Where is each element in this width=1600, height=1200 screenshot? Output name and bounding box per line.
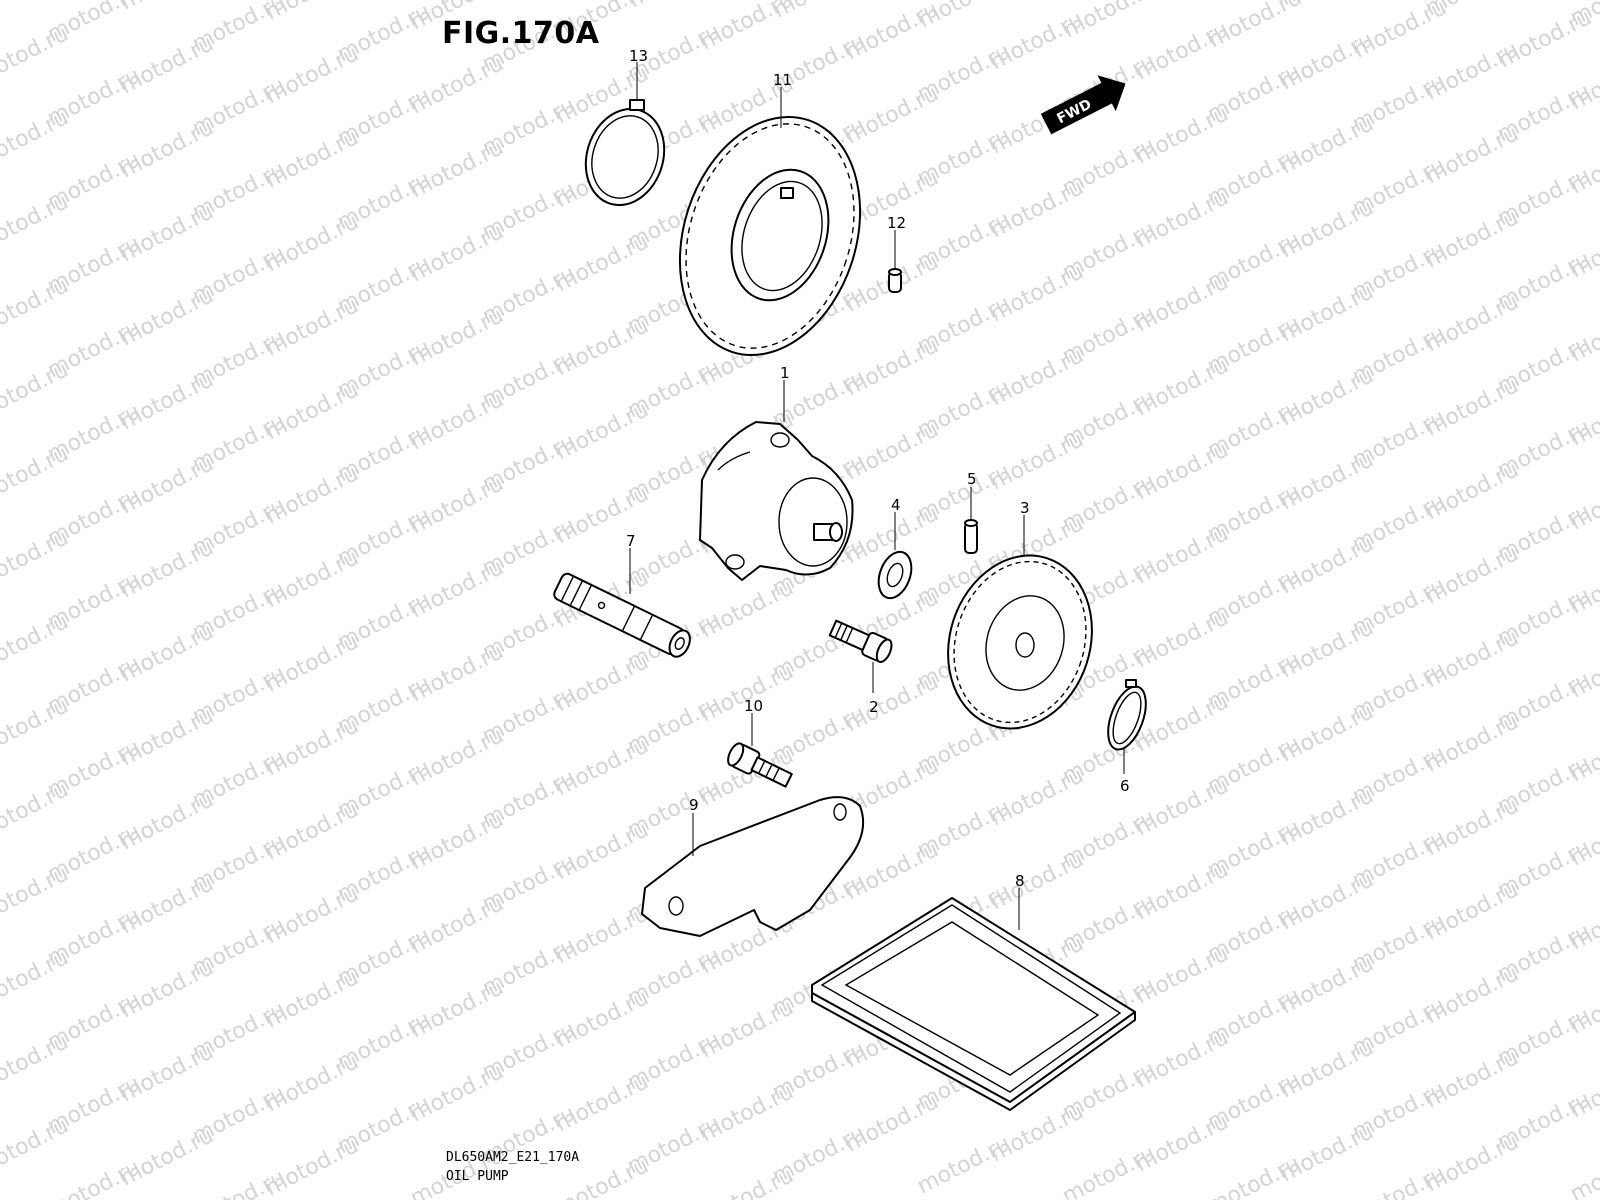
callout-11: 11 bbox=[773, 71, 792, 89]
watermark-text: motod.ru bbox=[0, 189, 73, 257]
part-8-oil-strainer bbox=[811, 897, 1136, 1111]
part-6-circlip bbox=[1107, 679, 1147, 751]
watermark-text: motod.ru bbox=[1058, 1141, 1159, 1200]
watermark-text: motod.ru bbox=[1566, 1139, 1600, 1200]
callout-7: 7 bbox=[626, 532, 636, 550]
watermark-text: motod.ru bbox=[43, 1155, 144, 1200]
part-1-oil-pump-assembly bbox=[699, 421, 854, 581]
part-3-oil-pump-driven-gear bbox=[947, 554, 1093, 730]
part-4-washer bbox=[877, 550, 913, 600]
watermark-text: motod.ru bbox=[0, 1113, 73, 1181]
watermark-text: motod.ru bbox=[0, 21, 73, 89]
part-13-circlip bbox=[584, 99, 666, 207]
callout-3: 3 bbox=[1020, 499, 1030, 517]
watermark-text: motod.ru bbox=[1203, 1151, 1304, 1200]
part-11-oil-pump-driven-gear bbox=[678, 115, 862, 357]
watermark-text: motod.ru bbox=[0, 441, 73, 509]
watermark-text: motod.ru bbox=[0, 525, 73, 593]
callout-8: 8 bbox=[1015, 872, 1025, 890]
callout-6: 6 bbox=[1120, 777, 1130, 795]
watermark-text: motod.ru bbox=[0, 609, 73, 677]
figure-name: OIL PUMP bbox=[446, 1169, 509, 1184]
part-2-bolt bbox=[828, 619, 893, 664]
watermark-text: motod.ru bbox=[0, 357, 73, 425]
part-9-plate bbox=[641, 796, 864, 937]
watermark-text: motod.ru bbox=[0, 1029, 73, 1097]
watermark-text: motod.ru bbox=[188, 1165, 289, 1200]
watermark-text: motod.ru bbox=[0, 777, 73, 845]
callout-4: 4 bbox=[891, 496, 901, 514]
part-5-pin bbox=[964, 519, 978, 554]
watermark-text: motod.ru bbox=[0, 105, 73, 173]
watermark-text: motod.ru bbox=[0, 0, 73, 5]
watermark-text: motod.ru bbox=[0, 945, 73, 1013]
callout-1: 1 bbox=[780, 364, 790, 382]
part-7-oil-pump-shaft bbox=[553, 572, 691, 658]
figure-title: FIG.170A bbox=[442, 16, 600, 51]
watermark-text: motod.ru bbox=[0, 861, 73, 929]
watermark-text: motod.ru bbox=[479, 0, 580, 3]
callout-5: 5 bbox=[967, 470, 977, 488]
watermark-text: motod.ru bbox=[0, 273, 73, 341]
figure-code: DL650AM2_E21_170A bbox=[446, 1150, 580, 1165]
part-10-bolt bbox=[727, 742, 793, 788]
watermark-text: motod.ru bbox=[0, 693, 73, 761]
callout-9: 9 bbox=[689, 796, 699, 814]
watermark-text: motod.ru bbox=[696, 1163, 797, 1200]
callout-12: 12 bbox=[887, 214, 906, 232]
callout-2: 2 bbox=[869, 698, 879, 716]
callout-layer: 13 11 12 1 5 4 3 7 2 10 6 9 8 bbox=[626, 47, 1130, 930]
callout-13: 13 bbox=[629, 47, 648, 65]
callout-10: 10 bbox=[744, 697, 763, 715]
part-12-pin bbox=[888, 268, 902, 293]
